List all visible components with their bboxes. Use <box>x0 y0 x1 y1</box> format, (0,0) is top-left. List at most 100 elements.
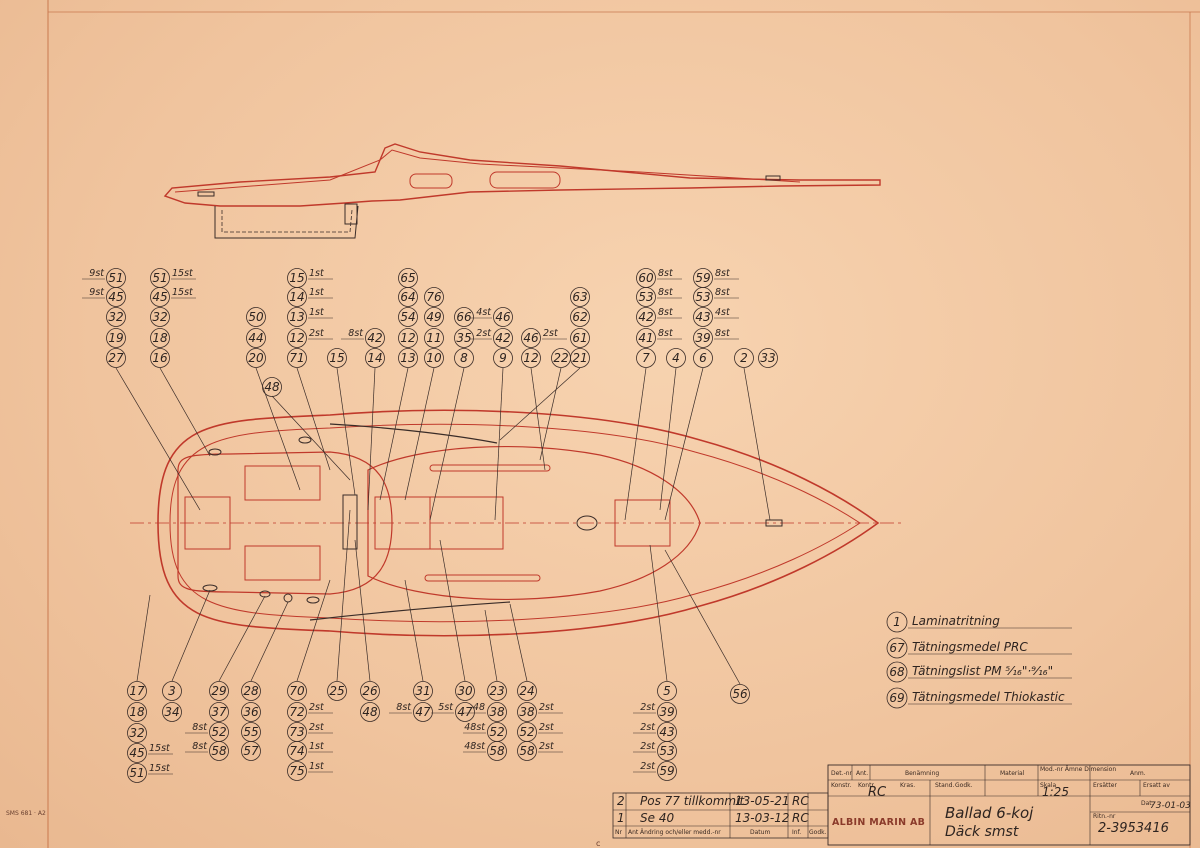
lower-callout-circle-19 <box>287 761 307 781</box>
rev-date-1: 13-03-12 <box>735 811 789 825</box>
lower-callout-number-16: 72 <box>289 705 304 719</box>
lower-callout-number-30: 58 <box>489 744 505 758</box>
upper-callout-circle-24 <box>398 328 418 348</box>
upper-callout-qty-13: 1st <box>309 268 325 279</box>
upper-callout-number-50: 53 <box>695 290 710 304</box>
lower-callout-qty-29: 48st <box>464 722 486 733</box>
lower-callout-number-38: 53 <box>659 744 674 758</box>
rev-header-desc: Ändring och/eller medd.-nr <box>640 829 721 836</box>
hull-profile <box>163 143 881 207</box>
leader-line-8 <box>429 367 465 521</box>
lower-callout-circle-36 <box>657 702 677 722</box>
lower-callout-circle-8 <box>209 702 229 722</box>
leader-line-30 <box>664 549 741 685</box>
upper-callout-number-15: 13 <box>289 310 304 324</box>
keel-fitting <box>344 203 358 225</box>
tb-header-modnr: Mod.-nr Ämne Dimension <box>1040 766 1116 773</box>
upper-callout-number-9: 16 <box>152 351 168 365</box>
lower-callout-circle-22 <box>360 702 380 722</box>
lower-callout-circle-40 <box>730 684 750 704</box>
rev-header-nr: Nr <box>615 829 622 836</box>
upper-callout-number-53: 6 <box>699 351 707 365</box>
upper-callout-number-46: 41 <box>638 331 653 345</box>
legend-number-3: 69 <box>889 691 904 705</box>
upper-callout-number-47: 7 <box>642 351 650 365</box>
lower-callout-number-37: 43 <box>659 725 674 739</box>
tb-label-ritnr: Ritn.-nr <box>1093 813 1116 820</box>
leader-line-7 <box>404 367 435 501</box>
cleat-stbd <box>306 596 320 604</box>
deck-vent <box>576 515 598 531</box>
lower-callout-qty-3: 15st <box>149 743 171 754</box>
lower-callout-qty-39: 2st <box>640 761 656 772</box>
upper-callout-number-54: 2 <box>740 351 748 365</box>
upper-callout-number-32: 8 <box>460 351 468 365</box>
tb-header-benamning: Benämning <box>905 770 939 777</box>
upper-callout-qty-16: 2st <box>309 328 325 339</box>
upper-callout-number-14: 14 <box>289 290 304 304</box>
lower-callout-circle-25 <box>455 681 475 701</box>
upper-callout-circle-36 <box>521 328 541 348</box>
upper-callout-circle-23 <box>398 307 418 327</box>
lower-callout-circle-28 <box>487 702 507 722</box>
lower-callout-qty-32: 2st <box>539 702 555 713</box>
legend-circle-3 <box>886 687 908 709</box>
leader-line-22 <box>296 579 331 682</box>
upper-callout-number-44: 53 <box>638 290 653 304</box>
upper-callout-circle-2 <box>106 307 126 327</box>
leader-line-5 <box>367 367 376 511</box>
upper-callout-number-1: 45 <box>108 290 123 304</box>
winch-base <box>283 593 293 603</box>
upper-callout-number-51: 43 <box>695 310 710 324</box>
seat-locker-port <box>244 465 321 501</box>
rev-sign-2: RC <box>792 794 809 808</box>
upper-callout-number-16: 12 <box>289 331 304 345</box>
rev-desc-1: Se 40 <box>640 811 674 825</box>
upper-callout-circle-16 <box>287 328 307 348</box>
centre-mark: c <box>596 839 600 848</box>
legend-number-1: 67 <box>889 641 905 655</box>
leader-line-28 <box>509 603 528 682</box>
rev-date-2: 13-05-21 <box>735 794 789 808</box>
tb-label-ersatt-av: Ersatt av <box>1143 782 1170 789</box>
upper-callout-qty-33: 4st <box>476 307 492 318</box>
upper-callout-circle-28 <box>424 328 444 348</box>
lower-callout-circle-4 <box>127 763 147 783</box>
lower-callout-number-10: 58 <box>211 744 227 758</box>
upper-callout-qty-45: 8st <box>658 307 674 318</box>
upper-callout-circle-8 <box>150 328 170 348</box>
lower-callout-qty-30: 48st <box>464 741 486 752</box>
leader-line-17 <box>271 395 351 481</box>
lower-callout-number-35: 5 <box>663 684 671 698</box>
tb-header-anm: Anm. <box>1130 770 1146 777</box>
upper-callout-number-6: 45 <box>152 290 167 304</box>
upper-callout-number-29: 10 <box>426 351 442 365</box>
upper-callout-number-11: 44 <box>248 331 263 345</box>
bow-fitting <box>765 175 781 181</box>
lower-callout-qty-26: 5st <box>438 702 454 713</box>
upper-callout-circle-53 <box>693 348 713 368</box>
lower-callout-number-33: 52 <box>519 725 534 739</box>
upper-callout-number-13: 15 <box>289 271 304 285</box>
upper-callout-qty-34: 2st <box>476 328 492 339</box>
upper-callout-circle-9 <box>150 348 170 368</box>
lower-callout-circle-0 <box>127 681 147 701</box>
tb-header-detnr: Det.-nr <box>831 770 853 777</box>
upper-callout-number-21: 65 <box>400 271 415 285</box>
sheet-code: SMS 681 · A2 <box>6 810 46 817</box>
upper-callout-number-24: 12 <box>400 331 415 345</box>
lower-callout-qty-37: 2st <box>640 722 656 733</box>
lower-callout-number-19: 75 <box>289 764 304 778</box>
lower-callout-circle-24 <box>413 702 433 722</box>
leader-line-12 <box>499 367 581 441</box>
aft-locker <box>184 496 231 550</box>
lower-callout-circle-3 <box>127 743 147 763</box>
lower-callout-circle-14 <box>241 741 261 761</box>
side-profile-view <box>163 143 881 239</box>
leader-line-2 <box>255 367 301 491</box>
upper-callout-number-27: 49 <box>426 310 441 324</box>
lower-callout-qty-24: 8st <box>396 702 412 713</box>
tb-scale: 1:25 <box>1042 785 1069 799</box>
companion-slide <box>342 494 358 550</box>
